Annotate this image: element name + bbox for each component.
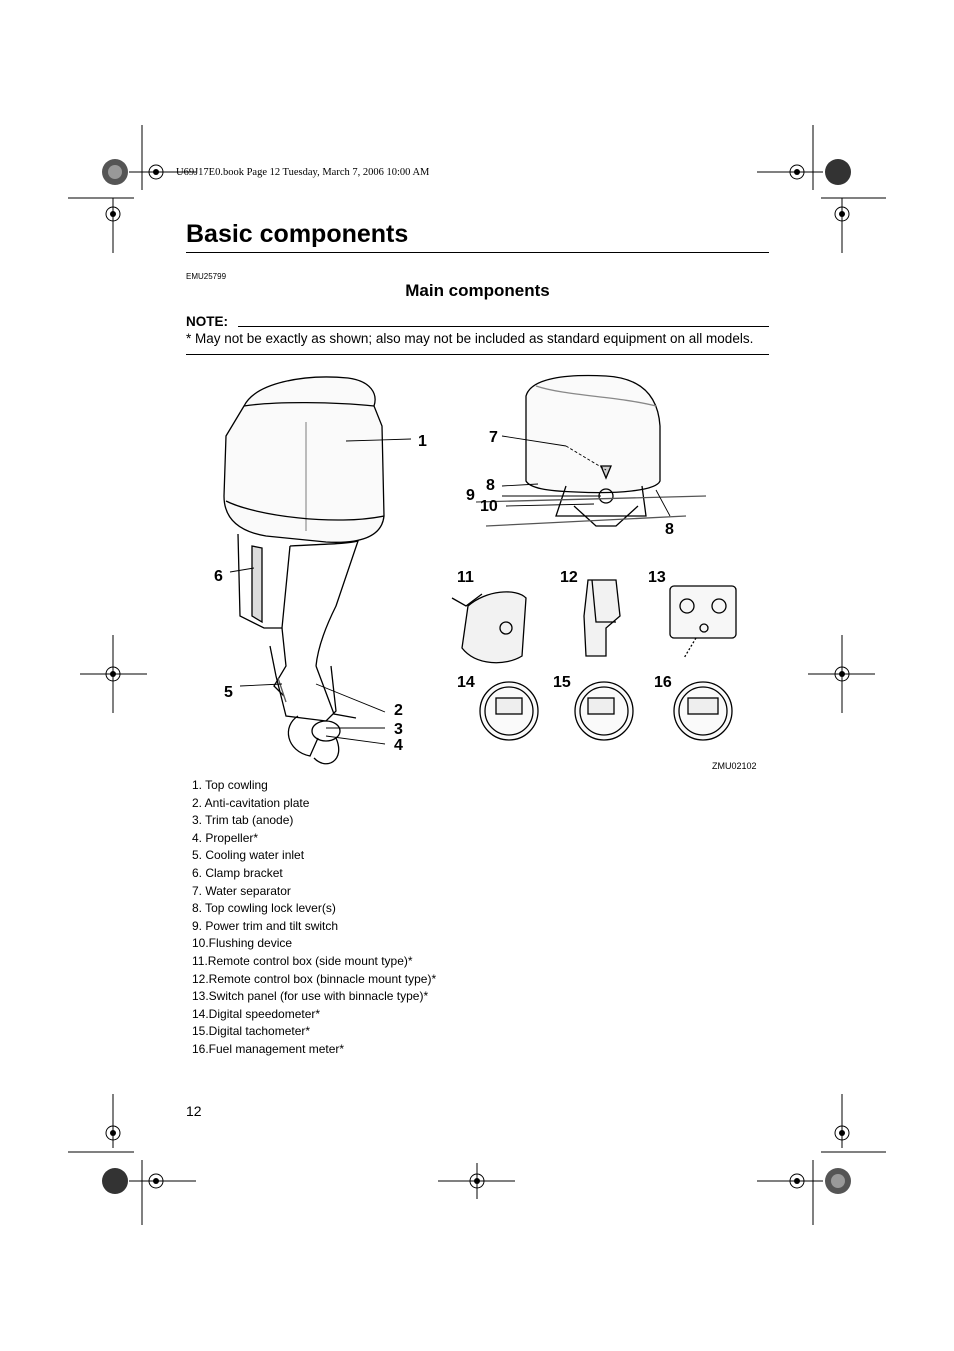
- callout-15: 15: [553, 674, 571, 691]
- legend-item: 1. Top cowling: [192, 778, 268, 792]
- legend-item: 4. Propeller*: [192, 830, 259, 845]
- digital-tachometer: [574, 681, 634, 741]
- legend-item: 8. Top cowling lock lever(s): [192, 901, 336, 916]
- legend-item: 6. Clamp bracket: [192, 865, 283, 880]
- doc-code: EMU25799: [186, 272, 227, 281]
- callout-9: 9: [466, 487, 475, 504]
- page-title: Basic components: [186, 220, 409, 248]
- switch-panel: [669, 585, 737, 659]
- callout-3: 3: [394, 721, 403, 738]
- note-rule: [238, 326, 769, 327]
- remote-control-side-mount: [451, 591, 527, 664]
- section-title: Main components: [405, 281, 550, 300]
- components-figure: 1 2 3 4 5 6 7 8 9 10 8 11 12 13 14 15 16: [186, 366, 769, 776]
- legend-item: 11.Remote control box (side mount type)*: [192, 953, 413, 968]
- legend-item: 10.Flushing device: [192, 936, 293, 951]
- note-text: * May not be exactly as shown; also may …: [186, 331, 754, 346]
- note-label: NOTE:: [186, 314, 228, 329]
- legend-item: 15.Digital tachometer*: [192, 1024, 311, 1039]
- note-end-rule: [186, 354, 769, 355]
- page-number: 12: [186, 1103, 202, 1119]
- callout-7: 7: [489, 429, 498, 446]
- callout-10: 10: [480, 498, 498, 515]
- fuel-management-meter: [673, 681, 733, 741]
- legend-item: 12.Remote control box (binnacle mount ty…: [192, 971, 437, 986]
- outboard-illustration: [223, 374, 737, 765]
- components-legend: 1. Top cowling 2. Anti-cavitation plate …: [192, 777, 436, 1059]
- legend-item: 3. Trim tab (anode): [192, 813, 294, 828]
- callout-14: 14: [457, 674, 475, 691]
- figure-code: ZMU02102: [712, 761, 757, 771]
- callout-2: 2: [394, 702, 403, 719]
- callout-11: 11: [457, 569, 474, 586]
- callout-8: 8: [486, 477, 495, 494]
- callout-4: 4: [394, 737, 403, 754]
- legend-item: 9. Power trim and tilt switch: [192, 918, 339, 933]
- digital-speedometer: [479, 681, 539, 741]
- legend-item: 13.Switch panel (for use with binnacle t…: [192, 989, 429, 1004]
- callout-8b: 8: [665, 521, 674, 538]
- legend-item: 7. Water separator: [192, 883, 291, 898]
- legend-item: 16.Fuel management meter*: [192, 1041, 345, 1056]
- callout-1: 1: [418, 433, 427, 450]
- callout-6: 6: [214, 568, 223, 585]
- title-rule: [186, 252, 769, 253]
- outboard-motor-rear-view: [475, 374, 707, 527]
- callout-5: 5: [224, 684, 233, 701]
- legend-item: 14.Digital speedometer*: [192, 1006, 321, 1021]
- callout-16: 16: [654, 674, 672, 691]
- remote-control-binnacle-mount: [583, 579, 621, 657]
- print-header: U69J17E0.book Page 12 Tuesday, March 7, …: [176, 167, 430, 178]
- legend-item: 5. Cooling water inlet: [192, 848, 305, 863]
- callout-13: 13: [648, 569, 666, 586]
- callout-12: 12: [560, 569, 578, 586]
- outboard-motor-side-view: [223, 376, 385, 765]
- legend-item: 2. Anti-cavitation plate: [192, 795, 310, 810]
